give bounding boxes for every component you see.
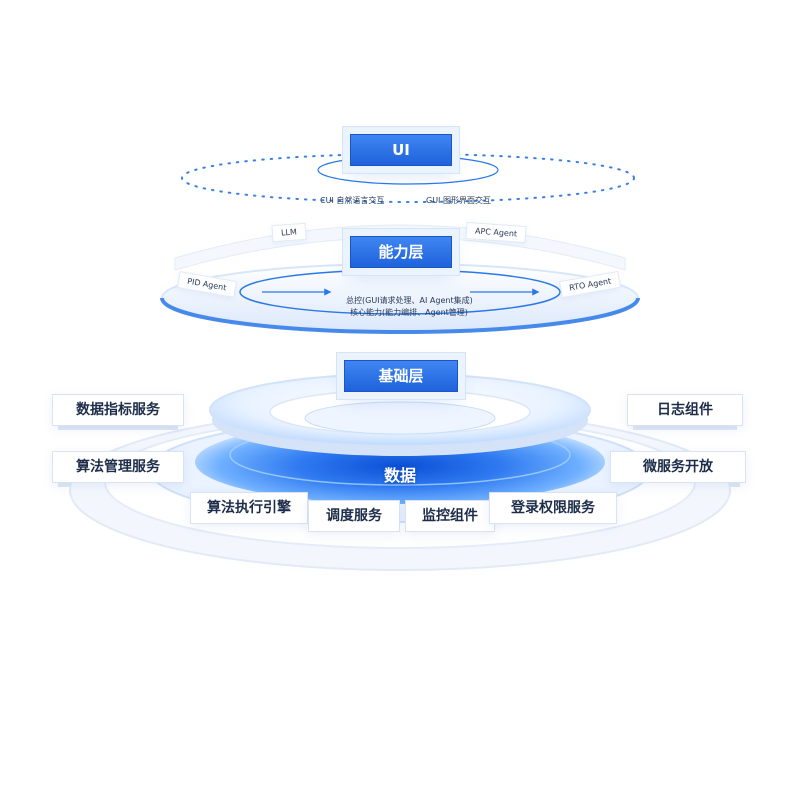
data-center-label: 数据 — [384, 466, 417, 485]
base-layer-title: 基础层 — [344, 360, 458, 392]
tag-algo-engine: 算法执行引擎 — [190, 492, 308, 528]
tag-microservice: 微服务开放 — [610, 451, 746, 487]
capability-ring-blue-edge — [160, 297, 640, 334]
tag-scheduling: 调度服务 — [308, 500, 400, 536]
base-layer-disc-core — [304, 401, 496, 435]
tag-auth-service: 登录权限服务 — [489, 492, 617, 528]
llm-label: LLM — [271, 222, 307, 243]
capability-layer-title: 能力层 — [350, 236, 452, 268]
tag-log-component: 日志组件 — [627, 394, 743, 430]
cui-label: CUI 自然语言交互 — [320, 196, 385, 205]
gui-label: GUI 图形界面交互 — [426, 196, 491, 205]
tag-metrics-service: 数据指标服务 — [52, 394, 184, 430]
capability-desc-line1: 总控(GUI请求处理、AI Agent集成) — [346, 296, 473, 305]
tag-algo-management: 算法管理服务 — [52, 451, 184, 487]
tag-monitoring: 监控组件 — [405, 500, 495, 536]
capability-desc-line2: 核心能力(能力编排、Agent管理) — [350, 308, 468, 317]
ui-layer-title: UI — [350, 134, 452, 166]
